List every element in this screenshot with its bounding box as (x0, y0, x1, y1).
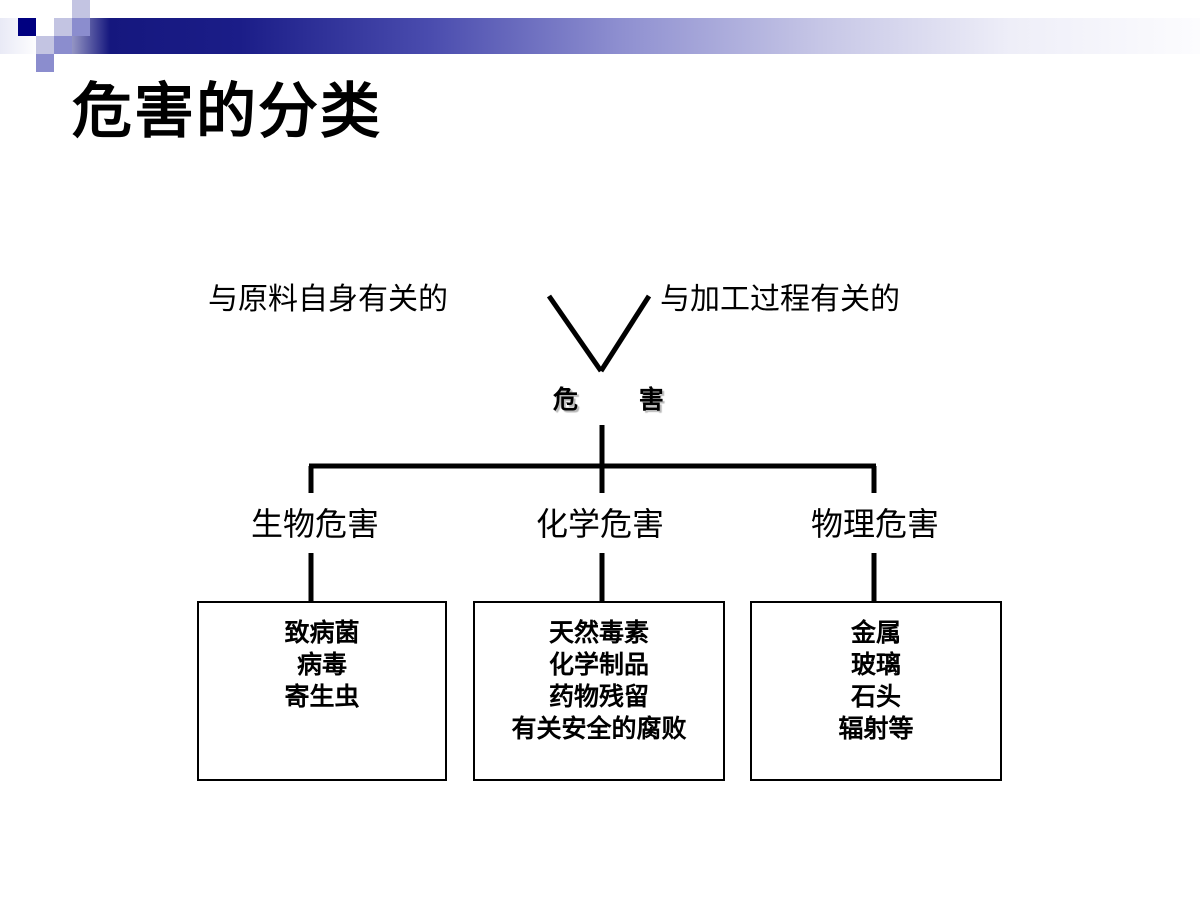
detail-box-biological: 致病菌 病毒 寄生虫 (197, 601, 447, 781)
header-chip-mid-a (72, 18, 90, 36)
detail-item: 寄生虫 (284, 682, 360, 711)
detail-box-physical: 金属 玻璃 石头 辐射等 (750, 601, 1002, 781)
branch-label-chemical: 化学危害 (535, 505, 664, 543)
detail-item: 金属 (850, 618, 901, 647)
branch-label-physical: 物理危害 (810, 505, 939, 543)
header-chip-mid-b (54, 36, 72, 54)
source-label-processing: 与加工过程有关的 (660, 282, 900, 317)
root-node-hazard: 危 害 (553, 385, 690, 414)
branch-label-biological: 生物危害 (250, 505, 379, 543)
detail-item: 石头 (850, 682, 901, 711)
header-chip-white-a (36, 18, 54, 36)
header-chip-mid-c (36, 54, 54, 72)
detail-item: 有关安全的腐败 (511, 714, 687, 743)
header-gradient-band (0, 18, 1200, 54)
detail-item: 辐射等 (838, 714, 914, 743)
detail-item: 致病菌 (284, 618, 360, 647)
detail-box-chemical: 天然毒素 化学制品 药物残留 有关安全的腐败 (473, 601, 725, 781)
detail-item: 病毒 (296, 650, 347, 679)
header-decoration (0, 0, 1200, 80)
source-label-raw-material: 与原料自身有关的 (208, 282, 448, 317)
detail-item: 化学制品 (548, 650, 649, 679)
header-chip-light-b (54, 18, 72, 36)
header-chip-navy (18, 18, 36, 36)
page-title: 危害的分类 (72, 77, 382, 147)
detail-item: 药物残留 (548, 682, 649, 711)
connector-source-right (598, 294, 652, 373)
detail-item: 玻璃 (850, 650, 901, 679)
connector-source-left (546, 294, 604, 373)
detail-item: 天然毒素 (548, 618, 649, 647)
header-chip-light-top (72, 0, 90, 18)
header-chip-light-c (36, 36, 54, 54)
